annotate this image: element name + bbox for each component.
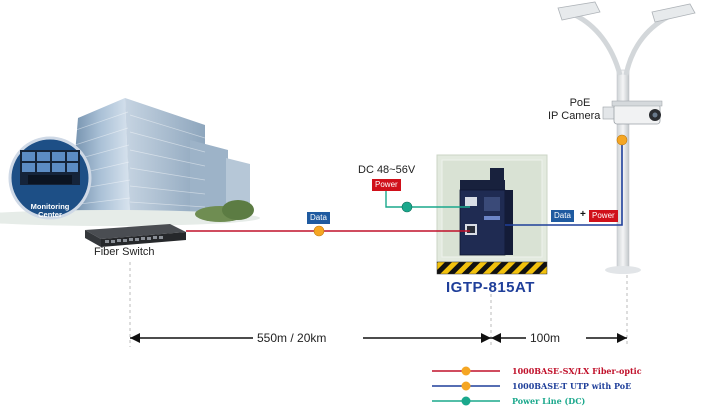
legend-fiber-line (432, 366, 500, 376)
dc-input-label: DC 48~56V (358, 164, 416, 176)
power-tag: Power (372, 179, 401, 191)
legend-utp-line (432, 381, 500, 391)
legend-fiber-label: 1000BASE-SX/LX Fiber-optic (512, 366, 642, 376)
distance-left-label: 550m / 20km (257, 331, 327, 345)
power-tag-right: Power (589, 210, 618, 222)
fiber-connection-line (186, 225, 470, 237)
plus-sign: + (580, 209, 586, 220)
fiber-switch-device[interactable] (85, 224, 186, 247)
ip-camera-icon (602, 100, 663, 125)
igtp-815at-device[interactable] (459, 168, 513, 256)
distance-arrow-right (491, 333, 627, 343)
monitoring-center-label: Monitoring Center (30, 202, 70, 219)
power-line-dc (385, 190, 470, 213)
distance-arrow-left (130, 333, 491, 343)
data-tag-right: Data (551, 210, 574, 222)
camera-label-line1: PoE (569, 97, 591, 109)
monitoring-center-icon (8, 136, 92, 220)
legend-power-line (432, 396, 500, 406)
data-tag-left: Data (307, 212, 330, 224)
distance-right-label: 100m (530, 331, 561, 345)
device-name-label: IGTP-815AT (446, 279, 535, 296)
legend-utp-label: 1000BASE-T UTP with PoE (512, 381, 632, 391)
fiber-switch-label: Fiber Switch (94, 246, 155, 258)
utp-poe-connection-line (505, 134, 628, 226)
legend-power-label: Power Line (DC) (512, 396, 586, 406)
camera-label-line2: IP Camera (548, 110, 601, 122)
dashed-guides (129, 262, 628, 347)
